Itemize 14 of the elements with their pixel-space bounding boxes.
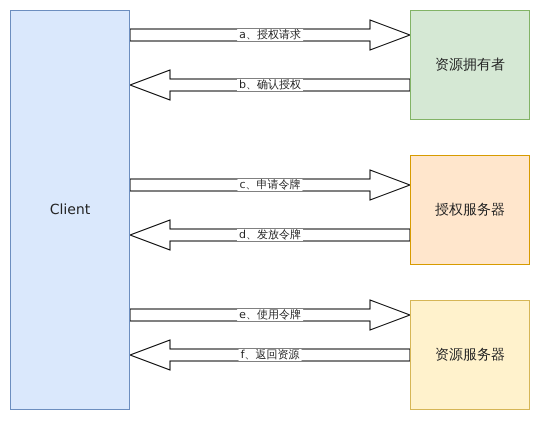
edge-label: e、使用令牌	[237, 309, 303, 321]
edge-label: f、返回资源	[238, 349, 302, 361]
edge-label: a、授权请求	[237, 29, 303, 41]
server-box	[410, 155, 530, 265]
node-label: 资源拥有者	[435, 56, 505, 74]
server-box	[410, 300, 530, 410]
node-label: Client	[50, 202, 90, 218]
server-box	[410, 10, 530, 120]
edge-label: d、发放令牌	[237, 229, 303, 241]
node-label: 资源服务器	[435, 346, 505, 364]
client-box	[10, 10, 130, 410]
node-label: 授权服务器	[435, 201, 505, 219]
edge-label: b、确认授权	[237, 79, 303, 91]
edge-label: c、申请令牌	[237, 179, 303, 191]
